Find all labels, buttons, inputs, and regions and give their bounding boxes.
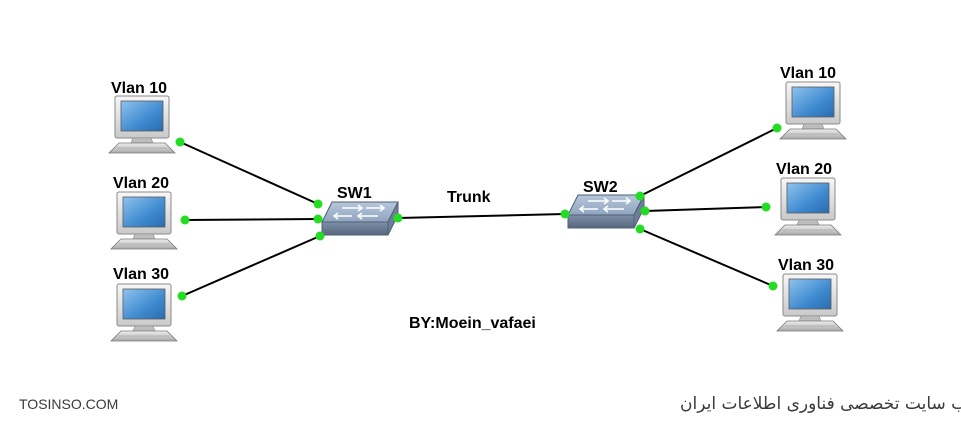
pc-icon [774,177,842,236]
link-status-dot [177,291,187,301]
link-status-dot [761,202,771,212]
switch-label: SW2 [583,179,618,196]
link-status-dot [772,123,782,133]
host-label: Vlan 10 [111,80,167,97]
host-label: Vlan 30 [778,257,834,274]
link-status-dot [313,199,323,209]
link-status-dot [635,191,645,201]
link-status-dot [313,214,323,224]
pc-icon [779,81,847,140]
switch-label: SW1 [337,185,372,202]
link-left-vlan20-sw1 [184,218,319,221]
link-left-vlan30-sw1 [181,235,321,297]
host-right-vlan20[interactable]: Vlan 20 [774,161,842,236]
link-sw2-right-vlan10 [639,127,778,197]
link-status-dot [393,213,403,223]
host-left-vlan10[interactable]: Vlan 10 [108,80,176,154]
switch-icon [567,194,645,229]
watermark-left: TOSINSO.COM [19,396,118,412]
link-sw2-right-vlan30 [639,228,774,287]
watermark-right: ITPro.ir - وب سایت تخصصی فناوری اطلاعات … [680,394,961,414]
host-label: Vlan 20 [776,161,832,178]
pc-icon [108,95,176,154]
host-left-vlan30[interactable]: Vlan 30 [110,266,178,342]
links [179,127,778,297]
switch-sw1[interactable]: SW1 [321,185,399,236]
link-status-dot [175,137,185,147]
switch-icon [321,201,399,236]
link-status-dot [640,206,650,216]
pc-icon [110,283,178,342]
host-label: Vlan 20 [113,175,169,192]
link-left-vlan10-sw1 [179,141,319,205]
pc-icon [776,273,844,332]
host-label: Vlan 30 [113,266,169,283]
link-status-dot [560,209,570,219]
author-label: BY:Moein_vafaei [409,315,536,332]
link-status-dot [180,215,190,225]
host-right-vlan10[interactable]: Vlan 10 [779,65,847,140]
trunk-label: Trunk [447,189,491,206]
link-status-dot [768,281,778,291]
pc-icon [110,191,178,250]
link-status-dots [175,123,782,301]
host-left-vlan20[interactable]: Vlan 20 [110,175,178,250]
link-sw2-right-vlan20 [644,206,767,212]
link-trunk-sw1-sw2 [397,213,566,219]
switch-sw2[interactable]: SW2 [567,179,645,229]
host-label: Vlan 10 [780,65,836,82]
link-status-dot [315,231,325,241]
link-status-dot [635,224,645,234]
host-right-vlan30[interactable]: Vlan 30 [776,257,844,332]
